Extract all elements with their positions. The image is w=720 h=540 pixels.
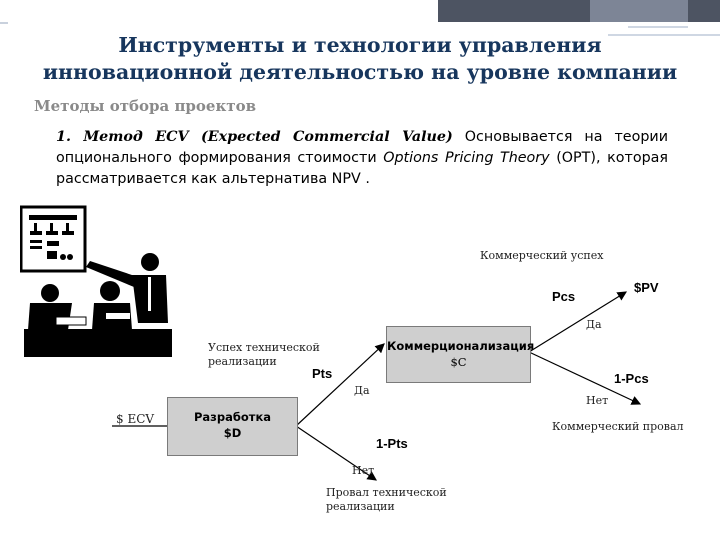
no-label: Нет	[586, 394, 609, 407]
presentation-meeting-clipart	[20, 205, 172, 357]
header-left-line	[0, 22, 8, 24]
header-decoration	[0, 0, 720, 36]
arrow-tech-success	[295, 343, 385, 427]
development-title: Разработка	[193, 410, 272, 424]
one-minus-pts-label: 1-Pts	[376, 436, 408, 451]
header-accent-line	[608, 34, 720, 36]
arrow-comm-fail	[528, 351, 642, 405]
method-name: 1. Метод ECV (Expected Commercial Value)	[56, 129, 453, 145]
yes-label: Да	[586, 318, 602, 331]
one-minus-pcs-label: 1-Pcs	[614, 371, 649, 386]
tech-fail-label: Провал технической реализации	[326, 486, 447, 513]
no-label: Нет	[352, 464, 375, 477]
header-accent-line	[628, 26, 688, 28]
commercialization-box: Коммерционализация $C	[386, 326, 535, 383]
method-description: 1. Метод ECV (Expected Commercial Value)…	[56, 127, 668, 190]
pv-label: $PV	[634, 280, 659, 295]
tech-success-label: Успех технической реализации	[208, 341, 320, 368]
slide-title-line2: инновационной деятельностью на уровне ко…	[42, 60, 678, 84]
header-bar-light	[590, 0, 688, 22]
slide-title-line1: Инструменты и технологии управления	[118, 33, 602, 57]
description-text: (OPT), которая рассматривается как альте…	[56, 150, 669, 187]
comm-success-label: Коммерческий успех	[480, 249, 604, 262]
commercialization-value: $C	[450, 355, 467, 369]
arrow-tech-fail	[295, 425, 377, 481]
yes-label: Да	[354, 384, 370, 397]
development-box: Разработка $D	[167, 397, 298, 456]
pts-label: Pts	[312, 366, 333, 381]
arrow-comm-success	[528, 291, 628, 353]
pcs-label: Pcs	[552, 289, 576, 304]
development-value: $D	[223, 426, 242, 440]
description-italic: Options Pricing Theory	[383, 150, 550, 166]
ecv-label: $ ECV	[116, 412, 155, 426]
description-text: Основывается на теории опционального фор…	[56, 129, 669, 166]
slide-subtitle: Методы отбора проектов	[34, 97, 257, 115]
commercialization-title: Коммерционализация	[387, 339, 535, 353]
comm-fail-label: Коммерческий провал	[552, 420, 684, 433]
